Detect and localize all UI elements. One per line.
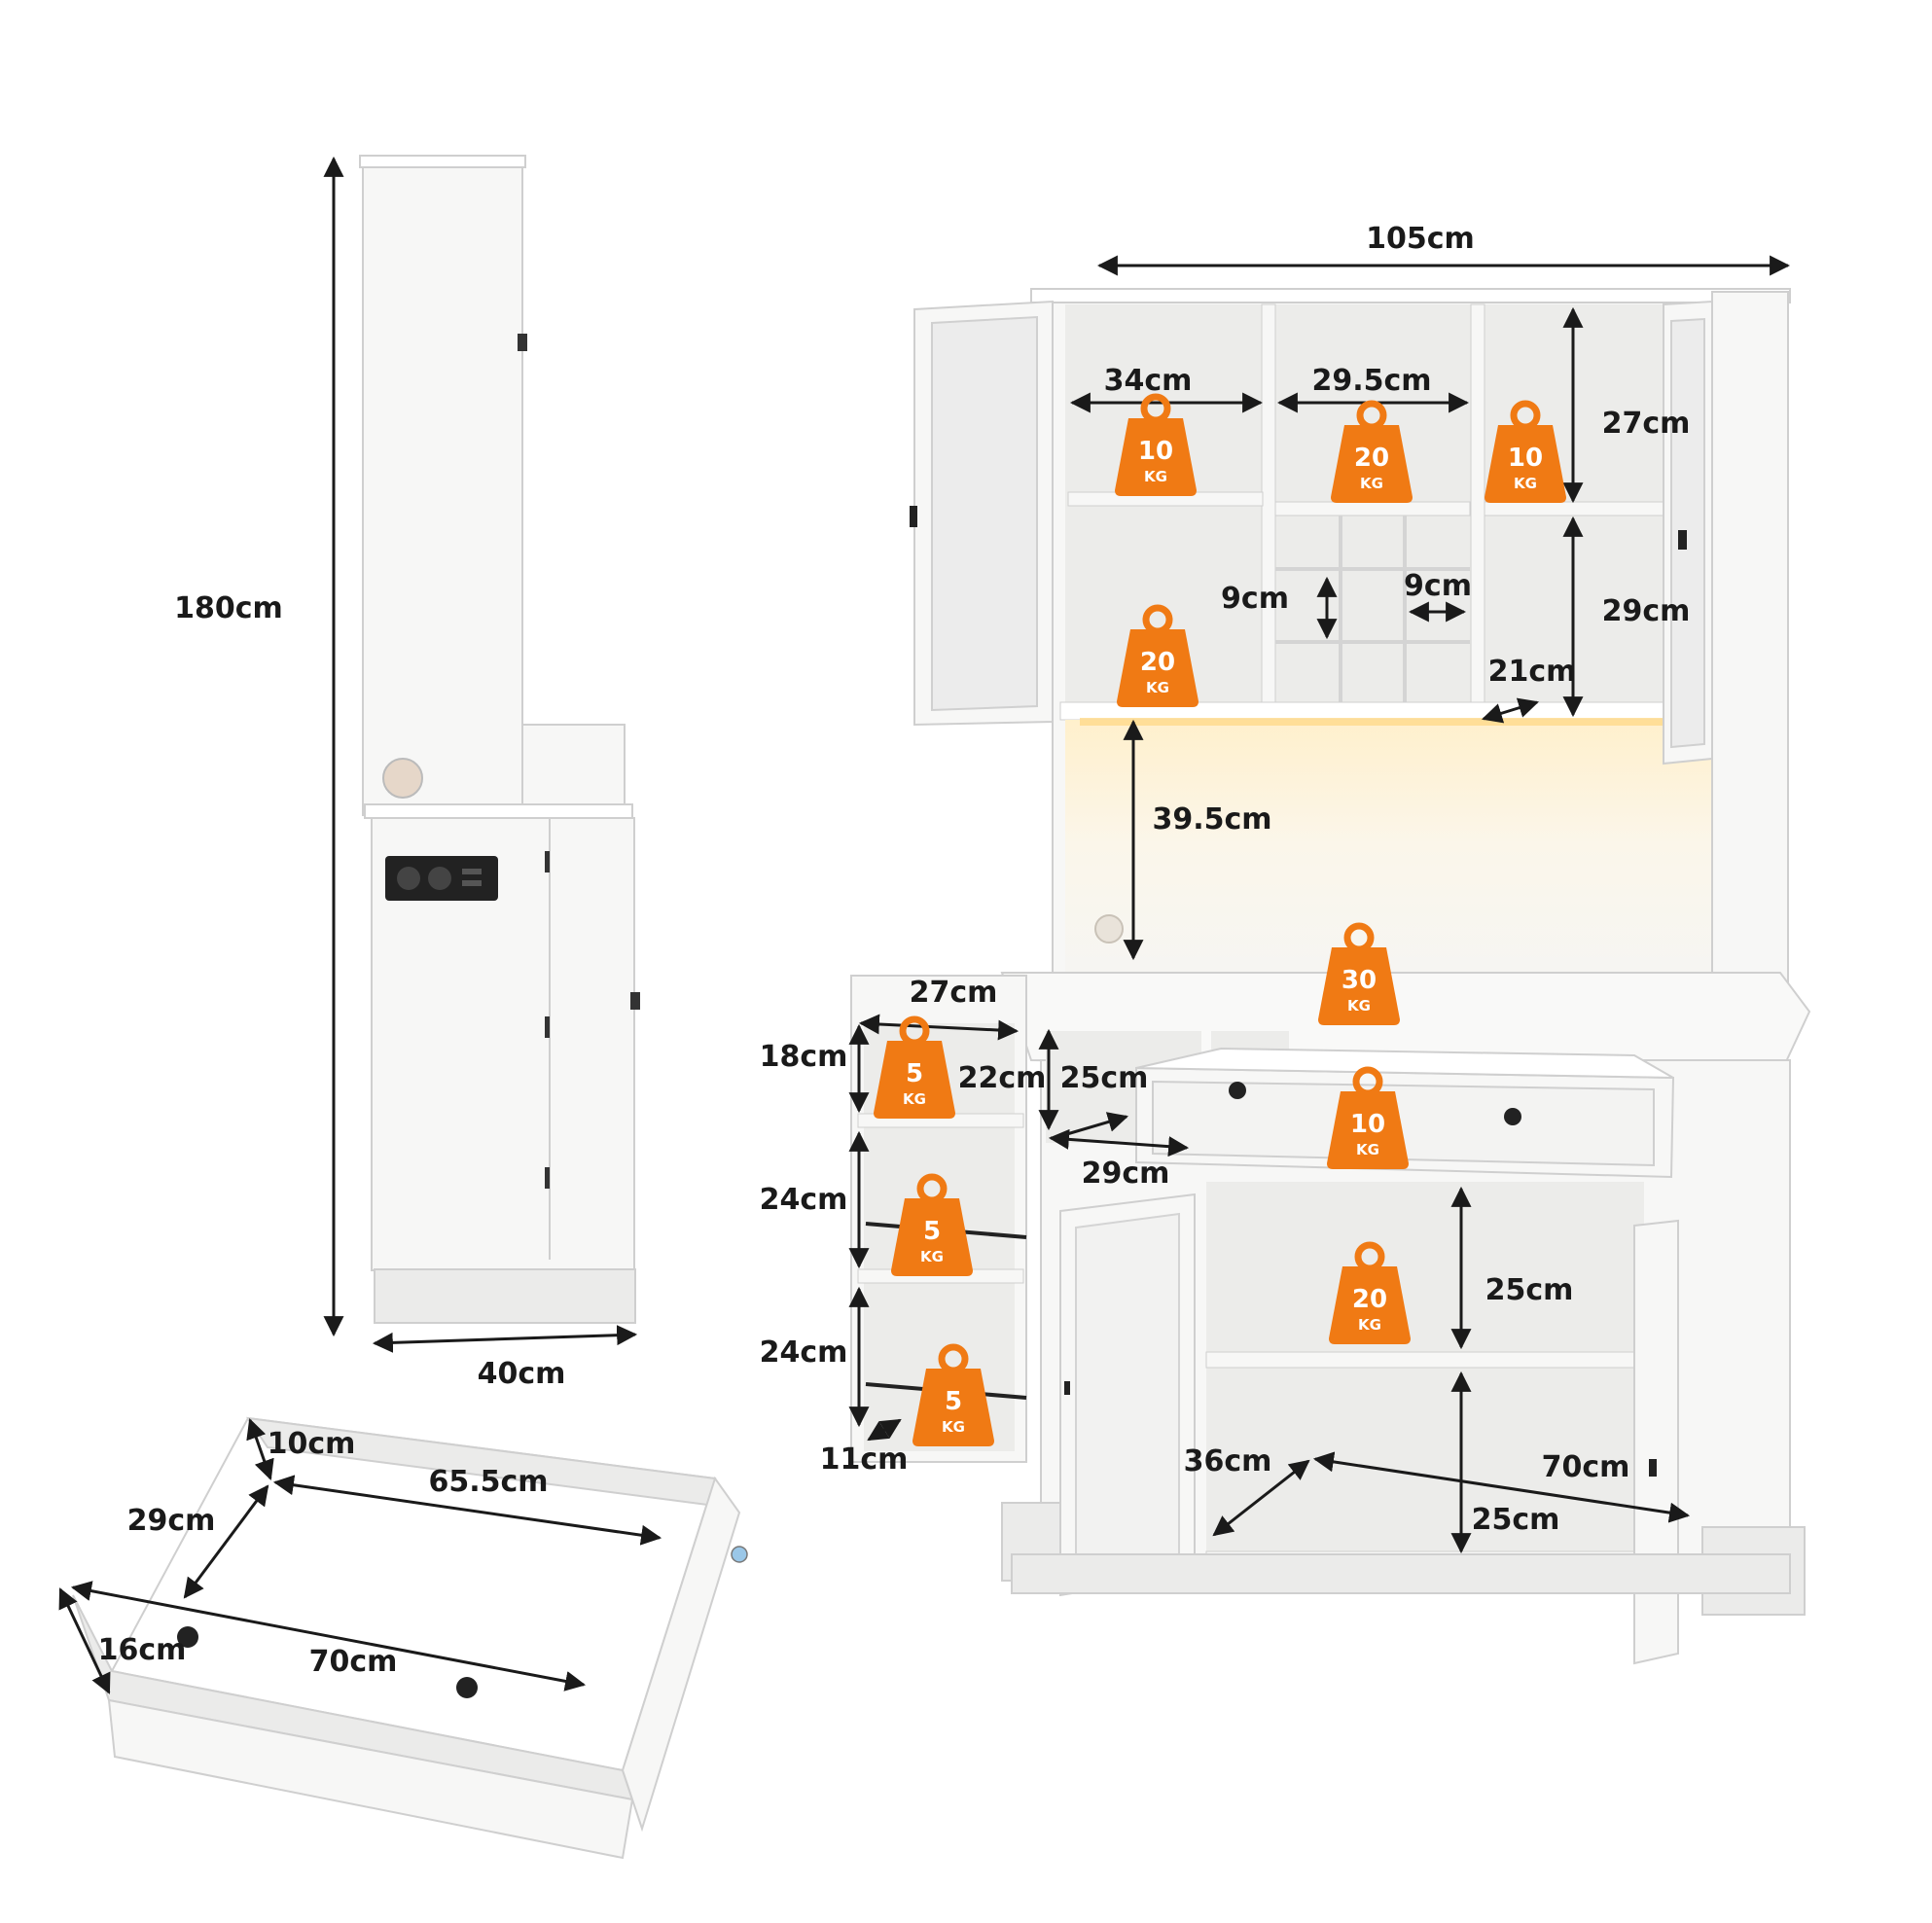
weight-value: 20 xyxy=(1140,648,1175,677)
weight-badge-side-3: 5KG xyxy=(912,1343,994,1446)
drawer-knob xyxy=(1229,1082,1246,1099)
weight-unit: KG xyxy=(1360,475,1383,492)
drawer-knob-right xyxy=(456,1677,478,1698)
weight-value: 5 xyxy=(906,1059,923,1088)
upper-middle-width-label: 29.5cm xyxy=(1311,364,1431,398)
led-open-area xyxy=(1065,720,1761,997)
weight-icon xyxy=(1117,629,1199,707)
weight-unit: KG xyxy=(1146,679,1169,696)
weight-unit: KG xyxy=(1514,475,1537,492)
upper-left-width-label: 34cm xyxy=(1104,364,1193,398)
lower-lower-height-label: 25cm xyxy=(1472,1503,1560,1537)
lower-right-door xyxy=(1633,1219,1679,1665)
side-hutch-panel xyxy=(362,158,523,816)
drawer-outer-height-label: 16cm xyxy=(98,1633,187,1667)
weight-unit: KG xyxy=(1358,1316,1381,1334)
drawer-inner-depth-label: 29cm xyxy=(127,1504,216,1538)
weight-unit: KG xyxy=(903,1090,926,1108)
weight-value: 30 xyxy=(1342,966,1377,995)
front-view: 105cm xyxy=(760,222,1811,1665)
side-hinge xyxy=(518,334,527,351)
weight-icon xyxy=(1115,418,1197,496)
lower-width-label: 70cm xyxy=(1542,1450,1630,1484)
depth-dim-line xyxy=(372,1325,638,1353)
weight-value: 20 xyxy=(1354,444,1389,473)
weight-value: 10 xyxy=(1350,1110,1385,1139)
open-space-height-label: 39.5cm xyxy=(1152,802,1271,837)
cube-height-label: 9cm xyxy=(1221,582,1289,616)
lower-upper-height-label: 25cm xyxy=(1485,1273,1574,1307)
drawer-inner-height-label: 10cm xyxy=(268,1427,356,1461)
side-height-label: 180cm xyxy=(174,591,283,625)
weight-value: 5 xyxy=(923,1217,941,1246)
weight-unit: KG xyxy=(920,1248,944,1265)
drawer-outer-width-label: 70cm xyxy=(309,1645,398,1679)
drawer-inner-width-label: 65.5cm xyxy=(428,1465,548,1499)
side-shelf-height-3-label: 24cm xyxy=(760,1335,848,1370)
weight-unit: KG xyxy=(1144,468,1167,485)
rack-depth-label: 21cm xyxy=(1488,655,1577,689)
weight-icon xyxy=(1485,425,1566,503)
weight-badge-side-2: 5KG xyxy=(891,1173,973,1276)
drawer-knob xyxy=(1504,1108,1521,1125)
weight-unit: KG xyxy=(1347,997,1371,1015)
front-width-label: 105cm xyxy=(1366,222,1475,256)
upper-right-bottom-height-label: 29cm xyxy=(1602,594,1691,628)
weight-badge-side-1: 5KG xyxy=(874,1015,955,1119)
weight-unit: KG xyxy=(942,1418,965,1436)
cable-hole xyxy=(382,758,423,799)
side-shelf-width-label: 27cm xyxy=(910,976,998,1010)
weight-value: 20 xyxy=(1352,1285,1387,1314)
weight-icon xyxy=(1327,1091,1409,1169)
weight-unit: KG xyxy=(1356,1141,1379,1158)
side-shelf-height-1-label: 18cm xyxy=(760,1040,848,1074)
drawer-cavity-depth-label: 29cm xyxy=(1082,1157,1170,1191)
drawer-cavity-height-label: 25cm xyxy=(1060,1061,1149,1095)
weight-icon xyxy=(912,1369,994,1446)
side-shelf-depth-label: 11cm xyxy=(820,1442,909,1477)
weight-value: 10 xyxy=(1138,437,1173,466)
upper-right-top-height-label: 27cm xyxy=(1602,407,1691,441)
side-shelf-inner-depth-label: 22cm xyxy=(958,1061,1047,1095)
drawer-detail: 10cm 65.5cm 29cm 16cm 70cm xyxy=(58,1416,748,1860)
side-counter-block xyxy=(521,724,626,813)
weight-icon xyxy=(1329,1266,1411,1344)
weight-icon xyxy=(874,1041,955,1119)
lower-depth-label: 36cm xyxy=(1184,1444,1272,1478)
weight-icon xyxy=(891,1198,973,1276)
side-plinth xyxy=(374,1268,636,1324)
side-depth-label: 40cm xyxy=(478,1357,566,1391)
weight-icon xyxy=(1331,425,1413,503)
weight-value: 5 xyxy=(945,1387,962,1416)
drawer-front xyxy=(107,1698,634,1860)
side-shelf-height-2-label: 24cm xyxy=(760,1183,848,1217)
weight-icon xyxy=(1318,947,1400,1025)
side-view: 180cm 40cm xyxy=(174,155,640,1391)
side-countertop xyxy=(364,803,633,819)
weight-value: 10 xyxy=(1508,444,1543,473)
drawer-side xyxy=(621,1476,741,1833)
cube-width-label: 9cm xyxy=(1404,569,1472,603)
wine-rack xyxy=(1275,516,1470,715)
